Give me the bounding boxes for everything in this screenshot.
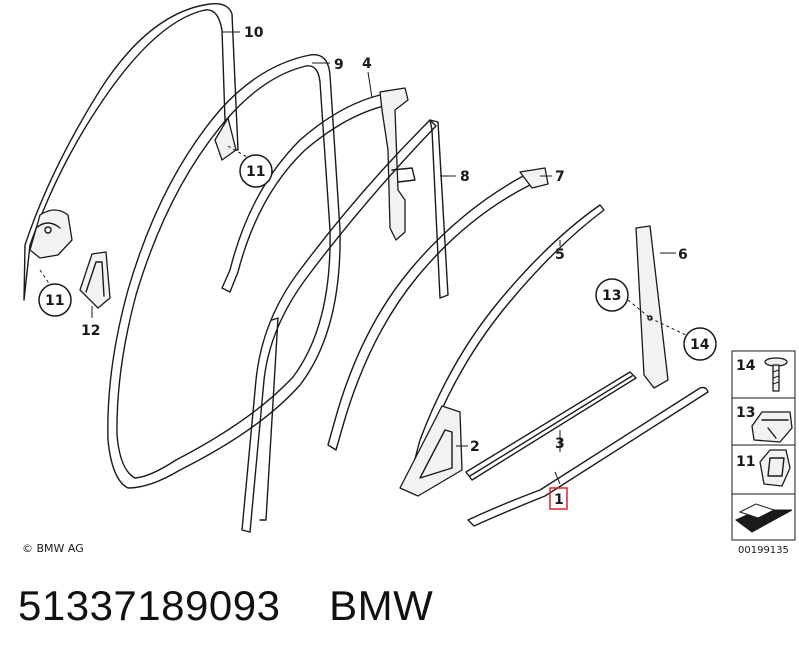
callout-1-highlighted: 1 bbox=[549, 487, 568, 510]
svg-text:14: 14 bbox=[690, 337, 710, 353]
legend-label-13: 13 bbox=[736, 405, 755, 421]
circled-callout-14: 14 bbox=[683, 327, 717, 361]
callout-8: 8 bbox=[460, 169, 470, 185]
callout-1: 1 bbox=[554, 492, 564, 508]
callout-7: 7 bbox=[555, 169, 565, 185]
circled-callout-13: 13 bbox=[595, 278, 629, 312]
image-id: 00199135 bbox=[738, 545, 789, 556]
part-3-strip bbox=[465, 371, 637, 481]
part-10-seal bbox=[23, 3, 239, 301]
screw-icon bbox=[764, 357, 788, 392]
callout-2: 2 bbox=[470, 439, 480, 455]
part-8-channel bbox=[241, 119, 449, 533]
circled-callout-11-lower: 11 bbox=[38, 283, 72, 317]
callout-6: 6 bbox=[678, 247, 688, 263]
brand-name: BMW bbox=[329, 582, 434, 629]
panel-arrow-icon bbox=[735, 503, 793, 533]
part-number-line: 51337189093 BMW bbox=[18, 582, 433, 630]
part-4-trim bbox=[221, 87, 416, 293]
callout-12: 12 bbox=[81, 323, 100, 339]
circled-callout-11-upper: 11 bbox=[239, 154, 273, 188]
part-number: 51337189093 bbox=[18, 582, 281, 629]
callout-5: 5 bbox=[555, 247, 565, 263]
svg-text:11: 11 bbox=[45, 293, 64, 309]
legend-label-14: 14 bbox=[736, 358, 756, 374]
part-2-triangle bbox=[399, 405, 463, 497]
copyright-text: © BMW AG bbox=[22, 542, 84, 555]
part-6-cover bbox=[635, 225, 669, 389]
clip-icon bbox=[751, 411, 793, 443]
svg-text:13: 13 bbox=[602, 288, 621, 304]
svg-text:11: 11 bbox=[246, 164, 265, 180]
part-12-bracket bbox=[79, 251, 111, 309]
nut-clip-icon bbox=[759, 449, 791, 487]
legend-label-11: 11 bbox=[736, 454, 755, 470]
part-7-moulding bbox=[327, 167, 549, 451]
part-1-strip bbox=[467, 386, 709, 527]
callout-4: 4 bbox=[362, 56, 372, 72]
callout-3: 3 bbox=[555, 436, 565, 452]
part-9-weatherstrip bbox=[107, 53, 341, 489]
legend: 14 13 11 bbox=[731, 350, 796, 541]
callout-10: 10 bbox=[244, 25, 264, 41]
callout-9: 9 bbox=[334, 57, 344, 73]
part-5-strip bbox=[411, 204, 605, 473]
